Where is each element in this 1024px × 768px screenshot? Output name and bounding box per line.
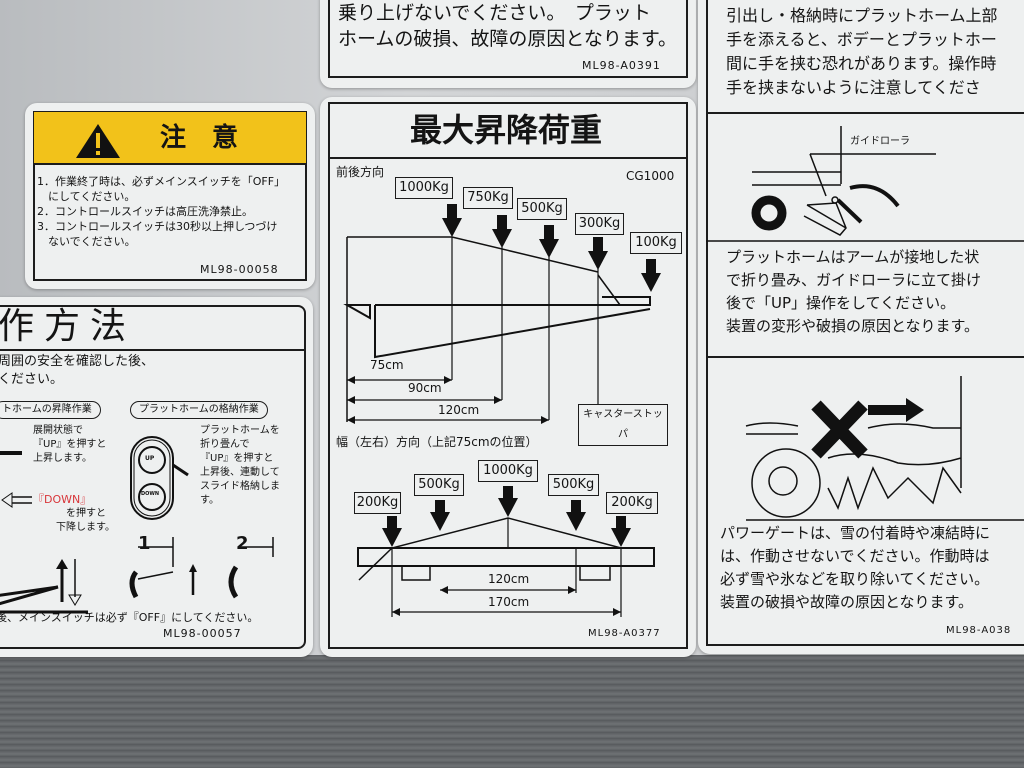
warning-text: 間に手を挟む恐れがあります。操作時 bbox=[726, 54, 997, 73]
truck-body-strip bbox=[0, 655, 1024, 768]
load-value-box: 200Kg bbox=[606, 492, 658, 514]
down-arrow-icon bbox=[382, 516, 402, 547]
down-arrow-icon bbox=[641, 259, 661, 292]
load-title: 最大昇降荷重 bbox=[410, 111, 603, 149]
dimension-label: 90cm bbox=[408, 381, 442, 395]
front-back-heading: 前後方向 bbox=[336, 165, 385, 179]
step-number: 1 bbox=[138, 533, 151, 554]
operation-title: 作方法 bbox=[0, 306, 137, 347]
warning-text: で折り畳み、ガイドローラに立て掛け bbox=[726, 271, 982, 289]
intro-text: ください。 bbox=[0, 372, 64, 387]
load-diagram bbox=[343, 204, 661, 617]
dimension-label: 75cm bbox=[370, 358, 404, 372]
load-value-box: 500Kg bbox=[548, 474, 599, 496]
load-value-box: 100Kg bbox=[630, 232, 682, 254]
warning-text: 手を添えると、ボデーとプラットホー bbox=[726, 30, 997, 49]
label-code: ML98-A0391 bbox=[582, 59, 661, 72]
down-arrow-icon bbox=[442, 204, 462, 237]
instruction-text: 『UP』を押すと bbox=[200, 453, 274, 464]
down-arrow-icon bbox=[498, 486, 518, 517]
warning-text: 装置の破損や故障の原因となります。 bbox=[720, 593, 974, 611]
label-code: ML98-00057 bbox=[163, 627, 242, 640]
warning-text: プラットホームはアームが接地した状 bbox=[726, 248, 980, 266]
up-button-icon: UP bbox=[145, 455, 155, 462]
warning-triangle-icon bbox=[76, 124, 120, 158]
platform-damage-label: 乗り上げないでください。 プラット ホームの破損、故障の原因となります。 ML9… bbox=[320, 0, 696, 88]
intro-text: 周囲の安全を確認した後、 bbox=[0, 354, 155, 369]
down-arrow-icon bbox=[492, 215, 512, 248]
instruction-text: を押すと bbox=[66, 508, 106, 519]
instruction-text: す。 bbox=[200, 495, 219, 506]
down-arrow-icon bbox=[430, 500, 450, 531]
warning-text: パワーゲートは、雪の付着時や凍結時に bbox=[720, 524, 991, 542]
guide-roller-caption: ガイドローラ bbox=[850, 136, 910, 147]
instruction-text: 『UP』を押すと bbox=[33, 439, 107, 450]
down-arrow-icon bbox=[588, 237, 608, 270]
down-button-icon: DOWN bbox=[141, 491, 160, 497]
max-load-label: 最大昇降荷重 前後方向 CG1000 bbox=[320, 97, 696, 657]
load-value-box: 750Kg bbox=[463, 187, 513, 209]
section-raise-lower: トホームの昇降作業 bbox=[0, 401, 101, 419]
instruction-text: 『DOWN』 bbox=[33, 493, 92, 506]
section-stow: プラットホームの格納作業 bbox=[130, 401, 268, 419]
width-direction-heading: 幅（左右）方向（上記75cmの位置） bbox=[336, 435, 538, 449]
model-number: CG1000 bbox=[626, 169, 675, 183]
dimension-label: 170cm bbox=[488, 595, 530, 609]
warning-text: 手を挟まないように注意してくださ bbox=[726, 78, 981, 97]
guide-roller-illustration bbox=[706, 126, 1024, 521]
caution-item: にしてください。 bbox=[37, 190, 136, 203]
down-arrow-icon bbox=[566, 500, 586, 531]
warning-text: 必ず雪や氷などを取り除いてください。 bbox=[720, 570, 990, 588]
operation-illustration bbox=[0, 436, 274, 614]
load-value-box: 500Kg bbox=[414, 474, 464, 496]
label-code: ML98-A0377 bbox=[588, 628, 661, 639]
warning-text: 装置の変形や破損の原因となります。 bbox=[726, 317, 980, 335]
instruction-text: 上昇後、連動して bbox=[200, 467, 280, 478]
instruction-text: 展開状態で bbox=[33, 425, 83, 436]
load-value-box: 500Kg bbox=[517, 198, 567, 220]
step-number: 2 bbox=[236, 533, 249, 554]
warning-text: 後で「UP」操作をしてください。 bbox=[726, 294, 956, 312]
label-code: ML98-A038 bbox=[946, 625, 1012, 636]
instruction-text: 下降します。 bbox=[56, 522, 115, 533]
caution-item: ないでください。 bbox=[37, 235, 136, 248]
caution-item: 2．コントロールスイッチは高圧洗浄禁止。 bbox=[37, 205, 253, 218]
label-text: 乗り上げないでください。 プラット bbox=[338, 2, 651, 24]
caster-stopper-label: キャスターストッパ bbox=[578, 404, 668, 446]
dimension-label: 120cm bbox=[438, 403, 480, 417]
right-warning-label: 引出し・格納時にプラットホーム上部 手を添えると、ボデーとプラットホー 間に手を… bbox=[698, 0, 1024, 654]
label-code: ML98-00058 bbox=[200, 263, 279, 276]
caution-item: 1．作業終了時は、必ずメインスイッチを「OFF」 bbox=[37, 175, 286, 188]
dimension-label: 120cm bbox=[488, 572, 530, 586]
footer-text: 後、メインスイッチは必ず『OFF』にしてください。 bbox=[0, 611, 259, 624]
warning-text: は、作動させないでください。作動時は bbox=[720, 547, 990, 565]
load-value-box: 300Kg bbox=[575, 213, 624, 235]
warning-text: 引出し・格納時にプラットホーム上部 bbox=[726, 6, 998, 25]
load-value-box: 1000Kg bbox=[395, 177, 453, 199]
instruction-text: 上昇します。 bbox=[33, 453, 92, 464]
instruction-text: プラットホームを bbox=[200, 425, 280, 436]
instruction-text: 折り畳んで bbox=[200, 439, 250, 450]
load-value-box: 200Kg bbox=[354, 492, 401, 514]
caution-label: 注 意 1．作業終了時は、必ずメインスイッチを「OFF」 にしてください。 2．… bbox=[25, 103, 315, 289]
caution-title: 注 意 bbox=[160, 123, 239, 153]
label-text: ホームの破損、故障の原因となります。 bbox=[338, 28, 677, 50]
operation-label: 作方法 周囲の安全を確認した後、 ください。 トホームの昇降作業 プラットホーム… bbox=[0, 297, 313, 657]
down-arrow-icon bbox=[539, 225, 559, 258]
load-value-box: 1000Kg bbox=[478, 460, 538, 482]
instruction-text: スライド格納しま bbox=[200, 481, 280, 492]
caution-item: 3．コントロールスイッチは30秒以上押しつづけ bbox=[37, 220, 278, 233]
down-arrow-icon bbox=[611, 516, 631, 547]
